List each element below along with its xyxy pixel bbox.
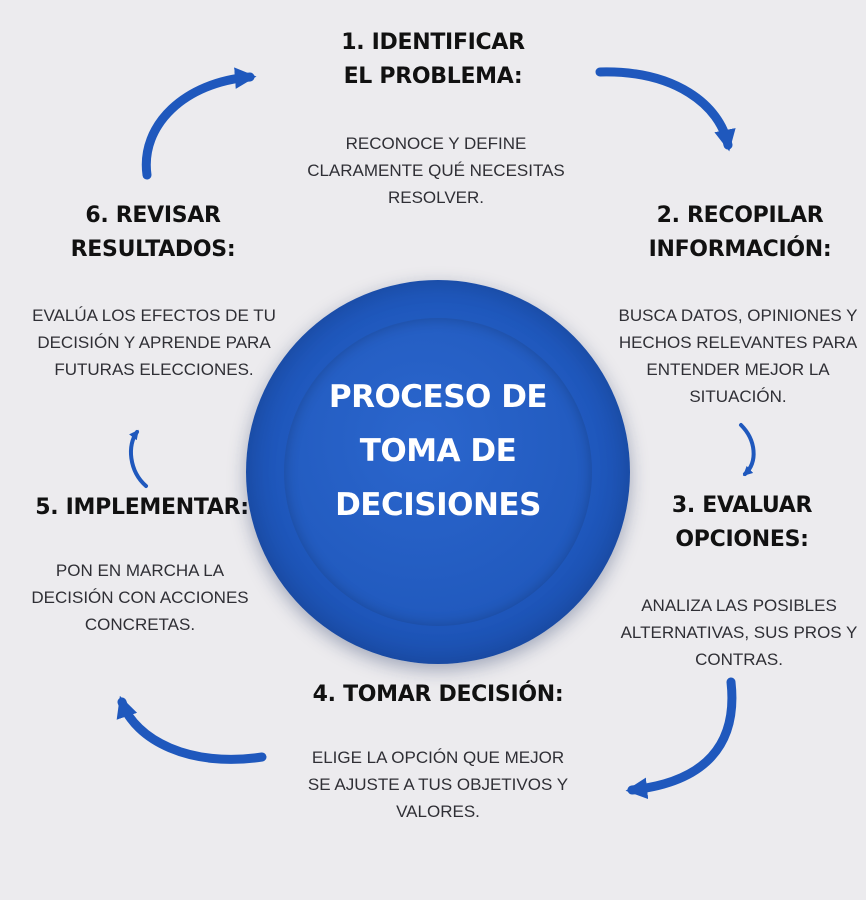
step-1-description: RECONOCE Y DEFINE CLARAMENTE QUÉ NECESIT…: [307, 134, 565, 207]
step-3-description: ANALIZA LAS POSIBLES ALTERNATIVAS, SUS P…: [620, 596, 858, 669]
step-1-title: 1. IDENTIFICAR EL PROBLEMA:: [341, 30, 525, 89]
cycle-arrow-icon: [116, 695, 267, 764]
step-5-description: PON EN MARCHA LA DECISIÓN CON ACCIONES C…: [31, 561, 249, 634]
cycle-arrow-icon: [595, 67, 736, 152]
step-4-description: ELIGE LA OPCIÓN QUE MEJOR SE AJUSTE A TU…: [307, 748, 569, 821]
step-4-title: 4. TOMAR DECISIÓN:: [312, 682, 564, 707]
cycle-arrow-icon: [625, 677, 737, 800]
cycle-arrow-icon: [739, 423, 756, 476]
step-5-title: 5. IMPLEMENTAR:: [35, 495, 249, 520]
step-3-title: 3. EVALUAR OPCIONES:: [671, 493, 813, 552]
step-6-description: EVALÚA LOS EFECTOS DE TU DECISIÓN Y APRE…: [32, 306, 276, 379]
cycle-arrow-icon: [129, 429, 148, 488]
cycle-arrow-icon: [141, 67, 257, 180]
center-circle: PROCESO DE TOMA DE DECISIONES: [246, 280, 630, 664]
step-6-title: 6. REVISAR RESULTADOS:: [70, 203, 236, 262]
step-2-description: BUSCA DATOS, OPINIONES Y HECHOS RELEVANT…: [618, 306, 858, 406]
center-title: PROCESO DE TOMA DE DECISIONES: [328, 379, 548, 523]
step-2-title: 2. RECOPILAR INFORMACIÓN:: [648, 203, 832, 262]
center-inner-ring: [284, 318, 592, 626]
